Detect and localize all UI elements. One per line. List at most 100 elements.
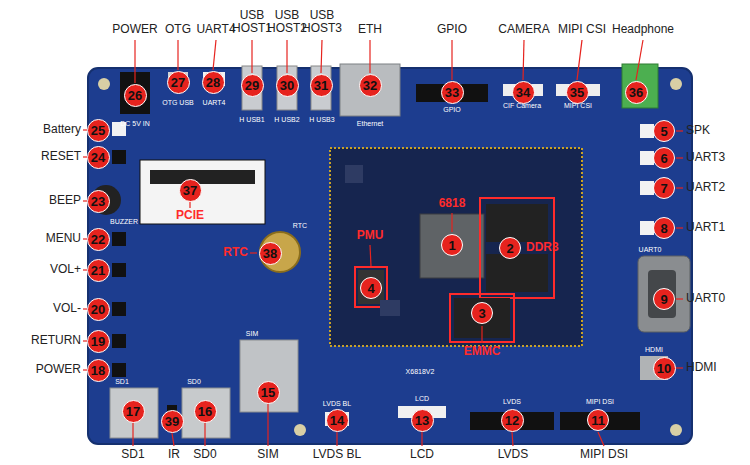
callout-number: 22 (91, 233, 105, 246)
callout-circle: 21 (87, 259, 110, 282)
silkscreen-text: HDMI (645, 346, 663, 354)
callout-number: 24 (91, 151, 105, 164)
part-label: MENU (46, 232, 81, 245)
silkscreen-text: LVDS (503, 398, 521, 406)
leader-line (321, 40, 322, 73)
silkscreen-text: MIPI CSI (564, 102, 592, 110)
part-label: OTG (165, 23, 191, 36)
callout-circle: 3 (471, 302, 493, 324)
leader-line (676, 187, 683, 188)
part-label: RETURN (31, 334, 81, 347)
part-label: VOL- (53, 302, 81, 315)
part-label: GPIO (437, 23, 467, 36)
button (112, 363, 126, 377)
callout-circle: 23 (87, 190, 110, 213)
callout-circle: 5 (653, 120, 675, 142)
callout-number: 26 (128, 89, 142, 102)
part-label: HDMI (686, 361, 717, 374)
part-label: MIPI DSI (580, 448, 628, 461)
leader-line (369, 40, 370, 73)
callout-circle: 7 (653, 177, 675, 199)
callout-number: 39 (165, 415, 179, 428)
highlight-box (450, 294, 514, 342)
callout-circle: 36 (625, 81, 648, 104)
callout-number: 35 (570, 86, 584, 99)
callout-circle: 4 (360, 277, 382, 299)
silkscreen-text: UART0 (639, 246, 662, 254)
small-chip (345, 165, 363, 183)
callout-circle: 19 (87, 330, 110, 353)
callout-circle: 28 (202, 71, 225, 94)
chip-label: EMMC (464, 345, 501, 358)
pcb-board (88, 68, 692, 444)
leader-line (132, 423, 133, 446)
callout-circle: 35 (566, 81, 589, 104)
callout-number: 10 (657, 362, 671, 375)
callout-number: 30 (280, 79, 294, 92)
mount-hole (670, 78, 682, 90)
part-label: UART1 (686, 221, 725, 234)
callout-circle: 17 (122, 400, 145, 423)
leader-line (577, 40, 582, 80)
callout-number: 28 (206, 76, 220, 89)
sd-slot (110, 388, 158, 438)
callout-circle: 39 (161, 410, 184, 433)
core-board (330, 148, 582, 346)
callout-number: 6 (660, 152, 667, 165)
callout-circle: 33 (441, 81, 464, 104)
callout-circle: 1 (441, 234, 463, 256)
part-label: IR (168, 448, 180, 461)
callout-number: 7 (660, 182, 667, 195)
mount-hole (98, 78, 110, 90)
leader-line (512, 432, 513, 446)
callout-number: 3 (478, 307, 485, 320)
callout-circle: 13 (411, 409, 434, 432)
silkscreen-text: MIPI DSI (586, 398, 614, 406)
leader-line (676, 367, 683, 368)
chip-label: DDR3 (526, 241, 559, 254)
callout-number: 4 (367, 282, 374, 295)
callout-number: 1 (448, 239, 455, 252)
callout-circle: 29 (241, 74, 264, 97)
callout-number: 25 (91, 124, 105, 137)
callout-number: 32 (363, 79, 377, 92)
callout-circle: 26 (124, 84, 147, 107)
sim-slot (240, 340, 298, 412)
small-chip (380, 300, 400, 316)
callout-circle: 37 (179, 179, 202, 202)
part-label: UART4 (196, 23, 235, 36)
silkscreen-text: H USB2 (274, 116, 299, 124)
part-label: POWER (112, 23, 157, 36)
leader-line (523, 40, 524, 80)
leader-line (636, 40, 643, 80)
chip-label: PCIE (176, 209, 204, 222)
callout-circle: 6 (653, 147, 675, 169)
button (112, 302, 126, 316)
callout-circle: 24 (87, 146, 110, 169)
silkscreen-text: H USB1 (239, 116, 264, 124)
part-label: SPK (686, 124, 710, 137)
uart-connector (640, 181, 654, 195)
mount-hole (670, 424, 682, 436)
uart-connector (640, 221, 654, 235)
callout-circle: 27 (167, 71, 190, 94)
callout-circle: 16 (194, 400, 217, 423)
silkscreen-text: LCD (415, 395, 429, 403)
part-label: LCD (410, 448, 434, 461)
leader-line (213, 40, 216, 70)
part-label: SD0 (193, 448, 216, 461)
button (112, 150, 126, 164)
callout-circle: 32 (359, 74, 382, 97)
leader-line (267, 404, 268, 446)
part-label: Headphone (612, 23, 674, 36)
leader-line (134, 40, 135, 83)
leader-line (451, 213, 452, 232)
callout-number: 33 (445, 86, 459, 99)
callout-number: 20 (91, 303, 105, 316)
callout-circle: 11 (587, 409, 609, 431)
leader-line (676, 157, 683, 158)
uart-connector (640, 151, 654, 165)
ddr-chip (486, 254, 548, 292)
spk-connector (640, 124, 654, 138)
callout-circle: 10 (653, 357, 676, 380)
